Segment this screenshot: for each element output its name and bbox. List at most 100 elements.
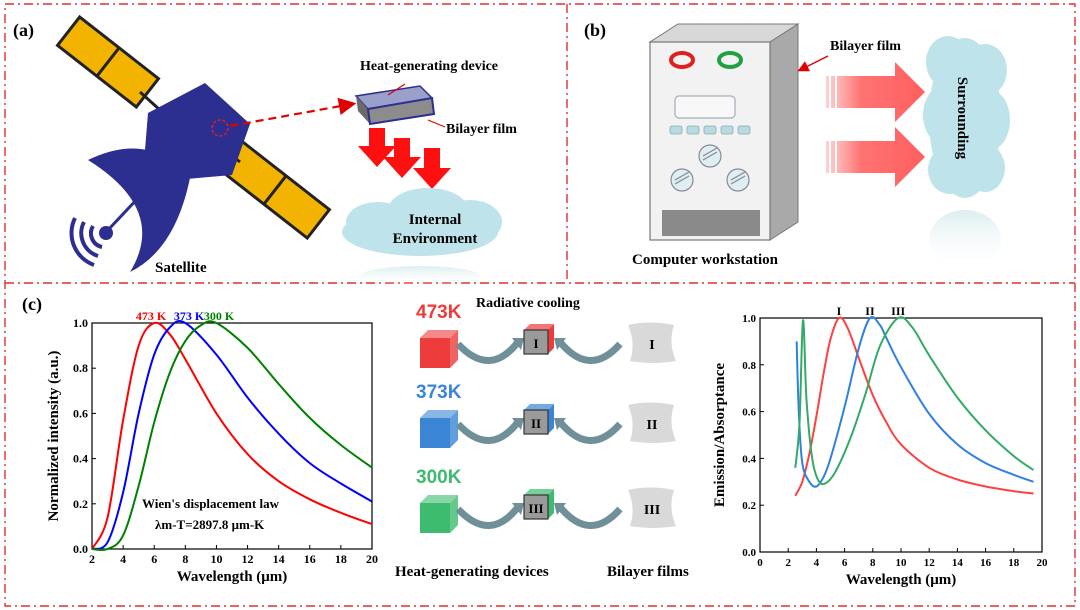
wien-law-equation: λm-T=2897.8 μm-K [155,517,265,532]
series-label-2: 373 K [174,309,205,323]
satellite-label: Satellite [155,260,207,276]
series-label-3: 300 K [204,309,235,323]
cooling-row-1: 473K I I [416,302,676,368]
series-line-3 [91,320,373,552]
heat-generating-device [354,85,436,126]
x-tick-label: 16 [304,552,316,566]
surrounding-cloud [923,36,1010,198]
device-cube-side [450,410,458,448]
coated-device-label: III [528,501,543,516]
x-tick-label: 20 [366,552,378,566]
y-tick-label: 0.8 [742,360,756,372]
curved-arrow-icon [455,504,521,529]
y-tick-label: 0.2 [73,497,88,511]
x-tick-label: 12 [242,552,254,566]
y-tick-label: 1.0 [742,313,756,325]
x-tick-label: 14 [952,557,964,569]
computer-workstation [648,23,800,241]
coated-device [523,409,549,435]
device-cube-top [420,410,458,418]
workstation-label: Computer workstation [632,252,779,268]
x-tick-label: 12 [924,557,936,569]
x-axis-label: Wavelength (μm) [846,572,957,588]
x-tick-label: 2 [89,552,95,566]
panel-b: (b) [584,20,1010,270]
internal-label-1: Internal [409,212,462,228]
internal-environment-cloud [342,188,502,286]
bilayer-label-a: Bilayer film [446,122,517,137]
y-tick-label: 0.2 [742,500,756,512]
arrow-head-icon [512,418,524,430]
y-axis-label: Normalized intensity (a.u.) [46,351,62,522]
y-tick-label: 0.0 [73,542,88,556]
y-tick-label: 0.8 [73,361,88,375]
arrow-head-icon [512,338,524,350]
bilayer-film-sheet [628,487,676,528]
heat-device-label: Heat-generating device [360,59,498,74]
panel-a-label: (a) [13,20,34,41]
y-axis-label: Emission/Absorptance [712,363,728,508]
arrow-head-icon [554,338,566,350]
device-cube-side [450,330,458,368]
film-label: II [647,418,658,433]
device-cube [420,418,450,448]
coated-device [523,494,549,520]
curved-arrow-icon [557,419,623,444]
temperature-label: 373K [416,382,462,403]
x-tick-label: 8 [182,552,188,566]
x-tick-label: 16 [980,557,992,569]
radiative-cooling-label: Radiative cooling [476,296,580,311]
y-tick-label: 1.0 [73,316,88,330]
panel-c-label: (c) [22,294,42,315]
films-label: Bilayer films [607,564,689,580]
film-coat-side [548,324,554,354]
device-cube [420,338,450,368]
arrow-head-icon [512,503,524,515]
x-tick-label: 6 [151,552,157,566]
x-tick-label: 0 [757,557,763,569]
wien-law-annotation: Wien's displacement law [142,496,280,511]
film-coat-top [524,324,554,330]
heat-flow-arrows [358,128,451,189]
coated-device [523,329,549,355]
cooling-row-3: 300K III III [416,467,676,533]
film-label: III [644,503,660,518]
series-label-1: I [837,304,842,318]
series-line-1 [91,321,373,550]
coated-device-label: I [533,336,538,351]
internal-label-2: Environment [393,231,478,247]
series-label-1: 473 K [136,309,167,323]
device-cube-side [450,495,458,533]
satellite-dish [88,148,190,272]
satellite-body [145,83,250,180]
panel-borders [4,3,1076,607]
film-label: I [649,338,654,353]
series-line-2 [795,315,1034,488]
temperature-label: 300K [416,467,462,488]
devices-label: Heat-generating devices [395,564,549,580]
x-tick-label: 18 [1008,557,1020,569]
heat-source-marker [211,119,229,137]
y-tick-label: 0.6 [73,406,88,420]
x-tick-label: 8 [870,557,876,569]
film-coat-side [548,489,554,519]
x-tick-label: 2 [785,557,791,569]
x-tick-label: 6 [842,557,848,569]
y-tick-label: 0.4 [73,452,88,466]
y-tick-label: 0.0 [742,547,756,559]
surrounding-label: Surrounding [954,77,970,160]
y-tick-label: 0.4 [742,453,756,465]
film-coat-top [524,489,554,495]
radiation-arrows [826,62,925,187]
bilayer-film-sheet [628,402,676,443]
temperature-label: 473K [416,302,462,323]
plot-frame [91,322,373,550]
curved-arrow-icon [557,339,623,364]
curved-arrow-icon [455,339,521,364]
x-tick-label: 18 [335,552,347,566]
